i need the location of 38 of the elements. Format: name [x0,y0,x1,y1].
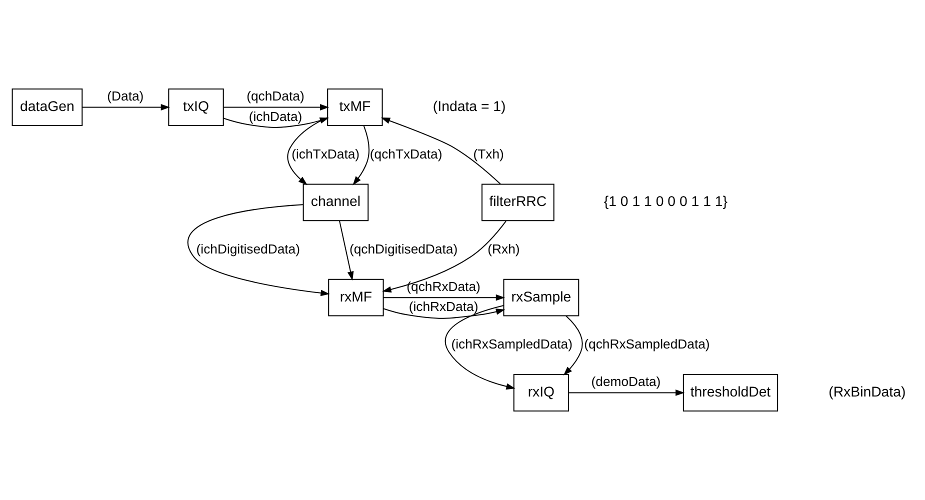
label: (RxBinData) [828,384,906,400]
edge-label: (Data) [107,88,144,104]
arrow [188,204,330,296]
edge-label: (ichTxData) [292,146,360,162]
arrow [444,305,516,390]
label: (Indata = 1) [432,99,506,116]
arrow [382,220,506,293]
node-box: txIQ [168,88,224,126]
arrow [383,308,506,319]
node-box: txMF [327,88,383,126]
edge-label: (qchData) [246,88,304,104]
edge-label: (qchTxData) [370,146,442,162]
node-box: channel [302,184,369,222]
arrow [380,118,501,184]
edge-label: (Rxh) [488,241,520,256]
edge-label: (qchRxSampledData) [584,336,710,352]
node-box: rxIQ [513,374,570,412]
arrow [224,104,330,110]
arrow [563,316,583,376]
edge-label: (Txh) [473,146,504,162]
edge-label: (ichData) [248,108,302,124]
node-box: filterRRC [481,184,554,222]
edge-label: (qchDigitisedData) [349,241,458,256]
edge-label: (qchRxData) [406,278,480,294]
arrow [82,104,170,110]
node-box: thresholdDet [682,374,778,412]
node-box: dataGen [12,88,83,126]
arrow [339,220,354,281]
arrow [568,390,685,396]
arrow [383,294,505,301]
node-box: rxMF [328,278,384,316]
edge-label: (ichDigitisedData) [196,241,300,256]
edge-label: (ichRxSampledData) [451,336,572,352]
node-box: rxSample [503,278,580,316]
edge-label: (ichRxData) [408,299,478,314]
label: {1 0 1 1 0 0 0 1 1 1} [604,194,728,210]
edge-label: (demoData) [591,374,661,390]
arrow [352,126,370,186]
